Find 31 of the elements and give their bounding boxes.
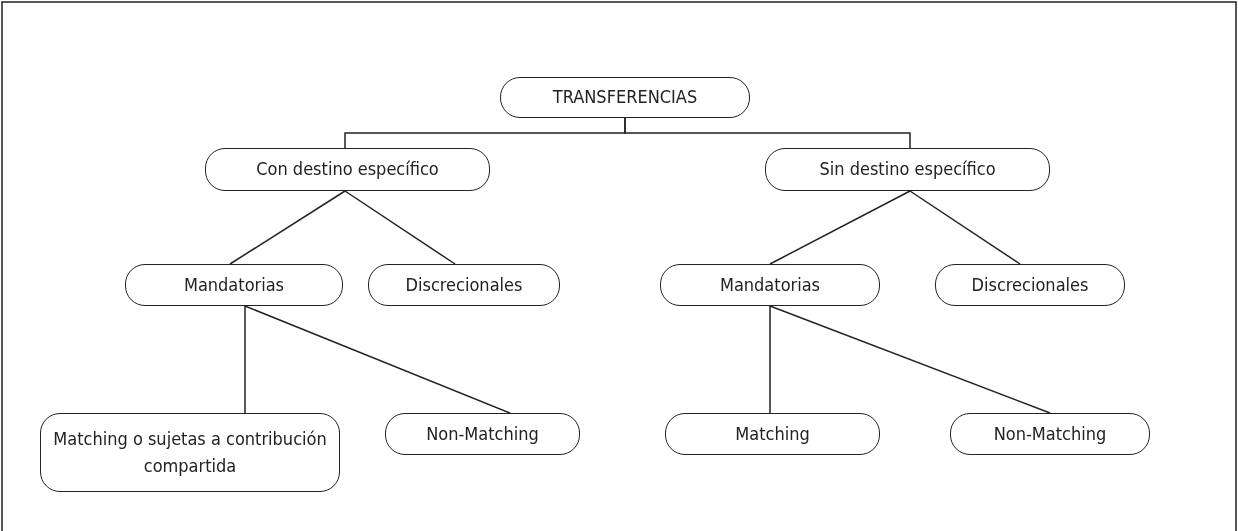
connector-line xyxy=(769,305,771,414)
rounded-box xyxy=(385,413,580,455)
rounded-box xyxy=(765,148,1050,191)
node-label: Non-Matching xyxy=(993,421,1107,446)
connector-line xyxy=(344,190,456,265)
rounded-box xyxy=(660,264,880,306)
rounded-box xyxy=(950,413,1150,455)
node-label: Non-Matching xyxy=(426,421,539,446)
connector-line xyxy=(624,117,911,149)
connector-line xyxy=(244,305,246,414)
node-label: Mandatorias xyxy=(183,272,285,297)
connector-line xyxy=(769,305,1051,414)
rounded-box xyxy=(935,264,1125,306)
rounded-box xyxy=(665,413,880,455)
connector-line xyxy=(229,190,346,265)
node-label: Mandatorias xyxy=(719,272,821,297)
connector-line xyxy=(909,190,1021,265)
node-label: Sin destino específico xyxy=(819,157,996,182)
node-label: Matching xyxy=(735,421,810,446)
node-label: Con destino específico xyxy=(256,157,439,182)
connector-line xyxy=(244,305,511,414)
node-label: Discrecionales xyxy=(971,272,1089,297)
node-label: TRANSFERENCIAS xyxy=(552,85,698,110)
rounded-box xyxy=(205,148,490,191)
rounded-box xyxy=(125,264,343,306)
node-label: Discrecionales xyxy=(405,272,523,297)
node-label: Matching o sujetas a contribución compartida xyxy=(52,427,328,478)
rounded-box xyxy=(500,77,750,118)
connector-line xyxy=(769,190,911,265)
rounded-box xyxy=(368,264,560,306)
rounded-box xyxy=(40,413,340,492)
